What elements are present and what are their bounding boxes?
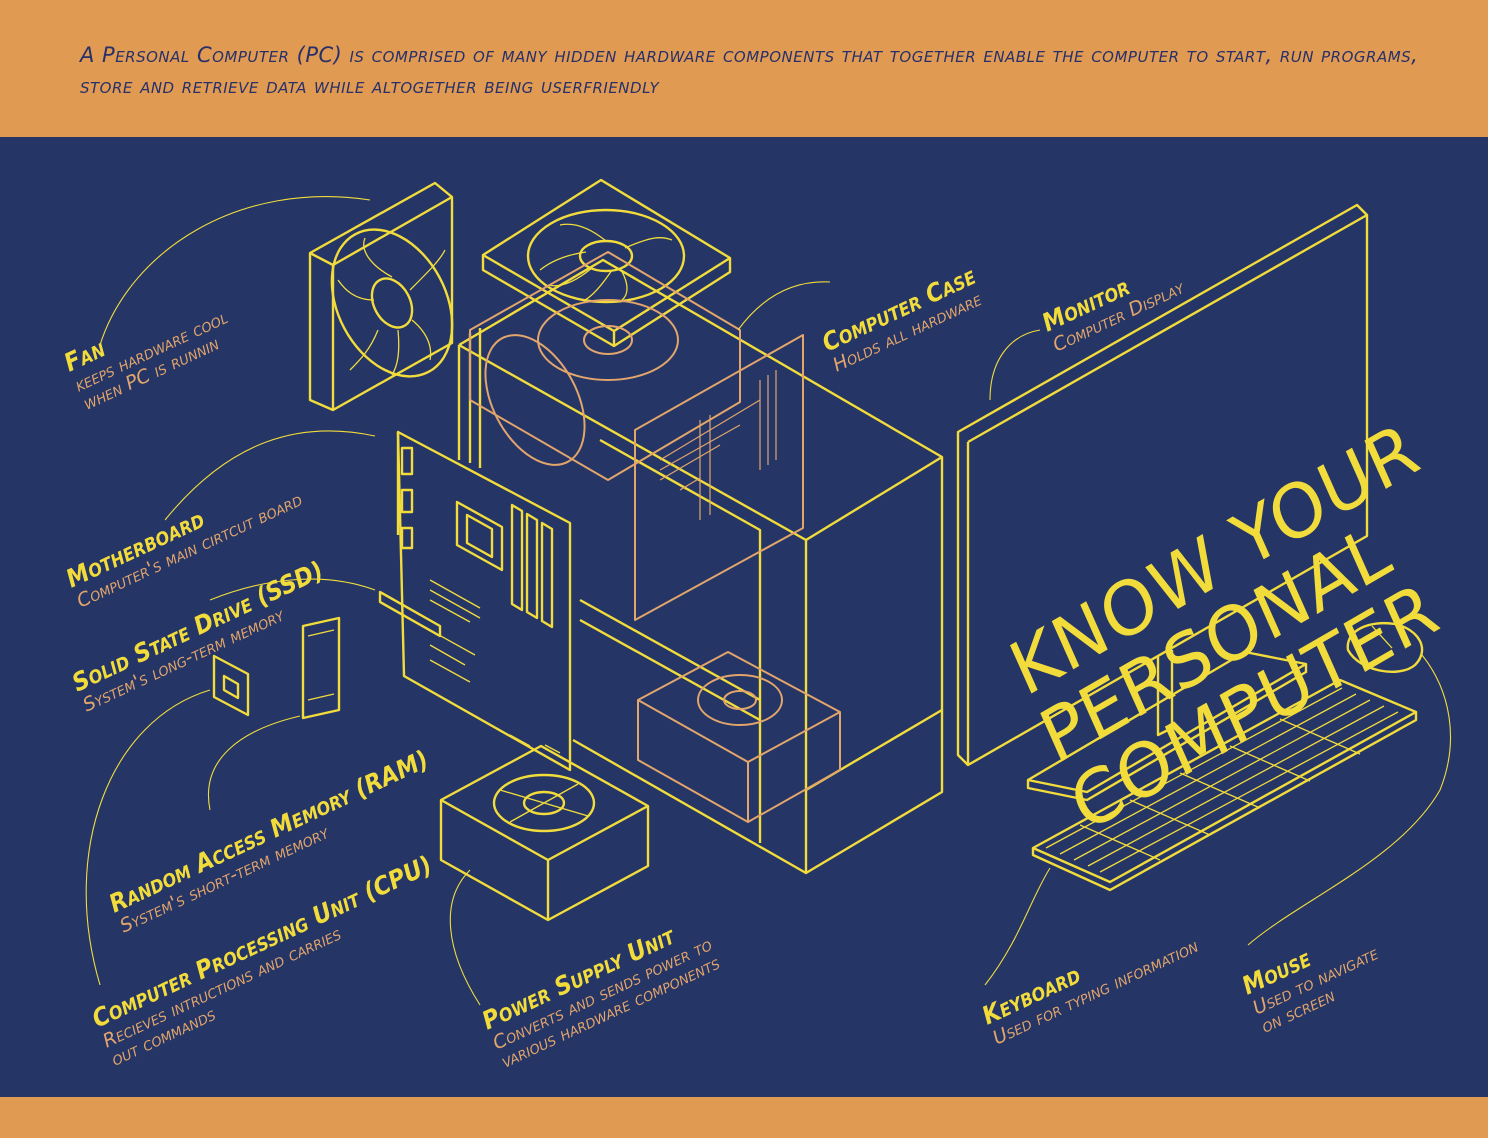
bottom-banner	[0, 1097, 1488, 1138]
motherboard-illustration	[378, 430, 572, 772]
intro-text: A Personal Computer (PC) is comprised of…	[80, 43, 1419, 98]
fan-illustration	[308, 181, 454, 412]
keyboard-illustration	[1031, 678, 1418, 892]
diagram-panel	[0, 137, 1488, 1097]
top-banner	[0, 0, 1488, 137]
power-supply-illustration	[439, 744, 650, 922]
ram-stick-illustration	[301, 616, 341, 720]
leader-lines	[85, 196, 1451, 1006]
mouse-illustration	[1346, 621, 1424, 673]
monitor-illustration	[956, 203, 1369, 802]
top-fan-illustration	[481, 178, 732, 348]
cpu-chip-illustration	[212, 654, 250, 717]
computer-case-illustration	[457, 251, 944, 875]
